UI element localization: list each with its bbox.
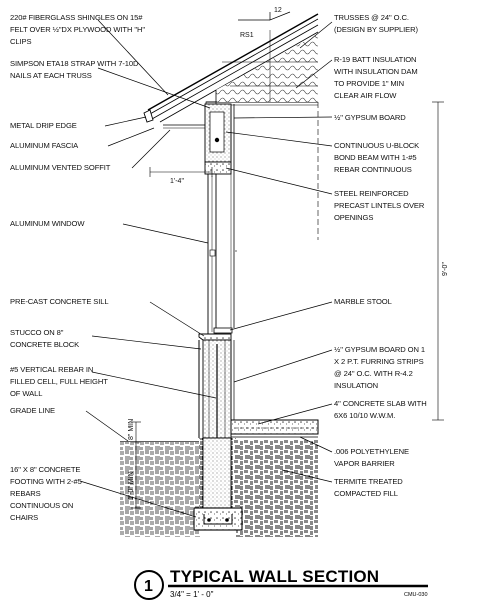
rebar-label: #5 VERTICAL REBAR IN FILLED CELL, FULL H… — [10, 365, 110, 398]
termite-fill — [236, 440, 318, 537]
furring-label: ½" GYPSUM BOARD ON 1 X 2 P.T. FURRING ST… — [334, 345, 427, 390]
sheet-number: CMU-030 — [404, 592, 428, 598]
shingles-label: 220# FIBERGLASS SHINGLES ON 15# FELT OVE… — [10, 13, 147, 46]
lintels-label: STEEL REINFORCED PRECAST LINTELS OVER OP… — [334, 189, 426, 222]
detail-number: 1 — [144, 578, 153, 595]
stool-shape — [213, 327, 233, 334]
leader-lines — [79, 19, 333, 518]
fascia-label: ALUMINUM FASCIA — [10, 141, 79, 150]
footing-top-dimension: 8" MIN — [128, 419, 135, 440]
grade-label: GRADE LINE — [10, 406, 55, 415]
strap-label: SIMPSON ETA18 STRAP WITH 7-10d NAILS AT … — [10, 59, 140, 80]
wall-height-dimension: 9'-0" — [442, 262, 449, 276]
stem-wall — [202, 437, 232, 509]
drawing-title: TYPICAL WALL SECTION — [170, 567, 379, 586]
stucco-label: STUCCO ON 8" CONCRETE BLOCK — [10, 328, 79, 349]
drawing-scale: 3/4" = 1' - 0" — [170, 590, 214, 599]
sill-label: PRE-CAST CONCRETE SILL — [10, 297, 109, 306]
right-labels: TRUSSES @ 24" O.C. (DESIGN BY SUPPLIER) … — [334, 13, 429, 498]
termite-label: TERMITE TREATED COMPACTED FILL — [334, 477, 405, 498]
left-labels: 220# FIBERGLASS SHINGLES ON 15# FELT OVE… — [10, 13, 147, 522]
concrete-footing — [193, 507, 243, 531]
insulation-label: R-19 BATT INSULATION WITH INSULATION DAM… — [334, 55, 420, 100]
title-block: 1 TYPICAL WALL SECTION 3/4" = 1' - 0" CM… — [134, 567, 428, 600]
foundation-assembly — [120, 419, 319, 537]
window-label: ALUMINUM WINDOW — [10, 219, 85, 228]
drip-edge-shape — [143, 109, 154, 123]
detail-number-circle — [134, 570, 164, 600]
trusses-label: TRUSSES @ 24" O.C. (DESIGN BY SUPPLIER) — [334, 13, 419, 34]
drip-edge-label: METAL DRIP EDGE — [10, 121, 77, 130]
soffit-label: ALUMINUM VENTED SOFFIT — [10, 163, 111, 172]
concrete-slab — [230, 419, 319, 435]
slab-label: 4" CONCRETE SLAB WITH 6X6 10/10 W.W.M. — [334, 399, 429, 420]
stool-label: MARBLE STOOL — [334, 297, 392, 306]
overhang-dimension: 1'-4" — [170, 178, 184, 185]
ublock-label: CONTINUOUS U-BLOCK BOND BEAM WITH 1-#5 R… — [334, 141, 421, 174]
pitch-run-label: 12 — [274, 7, 282, 14]
roof-section-tag: RS1 — [240, 32, 254, 39]
dimension-lines: 1'-4" 9'-0" 8" MIN 1'-0" MIN — [128, 101, 449, 509]
sill-shape — [198, 333, 232, 341]
insulation-batt — [216, 34, 318, 102]
poly-label: .006 POLYETHYLENE VAPOR BARRIER — [334, 447, 411, 468]
wall-assembly — [198, 103, 237, 520]
footing-label: 16" X 8" CONCRETE FOOTING WITH 2-#5 REBA… — [10, 465, 84, 522]
gypsum-label: ½" GYPSUM BOARD — [334, 113, 406, 122]
footing-depth-dimension: 1'-0" MIN — [128, 471, 135, 500]
